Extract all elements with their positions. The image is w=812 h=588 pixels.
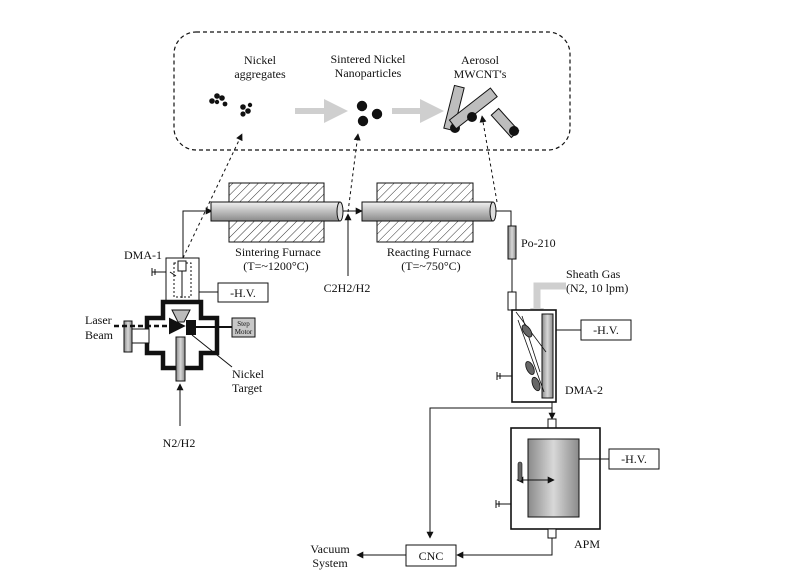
sheath-gas-label-2: (N2, 10 lpm) <box>566 281 628 295</box>
reacting-furnace-temp: (T=~750°C) <box>401 259 460 273</box>
nickel-aggregates-label-2: aggregates <box>234 67 286 81</box>
vacuum-system-label-2: System <box>312 556 348 570</box>
sintering-furnace-temp: (T=~1200°C) <box>243 259 308 273</box>
dma2-outlet-lines <box>426 402 556 539</box>
sintered-nanoparticles-icon <box>356 100 383 127</box>
laser-beam-label-2: Beam <box>85 328 114 342</box>
mwcnt-icon <box>443 84 520 139</box>
nickel-target-label-1: Nickel <box>232 367 265 381</box>
vacuum-system-label-1: Vacuum <box>310 542 350 556</box>
dma1-hv-box <box>217 282 269 303</box>
flow-line-top <box>182 207 512 258</box>
leader-arrows <box>182 115 498 259</box>
process-panel-border <box>173 31 571 151</box>
dma1-ground-icon <box>151 268 166 276</box>
laser-beam-label-1: Laser <box>85 313 112 327</box>
dma2-hv-box <box>580 319 632 341</box>
apm-hv-box <box>608 448 660 470</box>
reacting-furnace-label: Reacting Furnace <box>387 245 471 259</box>
ablation-chamber <box>123 299 220 382</box>
sheath-gas-arrow <box>533 282 566 310</box>
apm-label: APM <box>574 537 600 551</box>
sintered-nanoparticles-label-1: Sintered Nickel <box>331 52 407 66</box>
sintered-nanoparticles-label-2: Nanoparticles <box>335 66 402 80</box>
step-motor-label-2: Motor <box>235 328 253 336</box>
aerosol-mwcnt-label-2: MWCNT's <box>454 67 507 81</box>
sintering-furnace <box>210 182 344 243</box>
nickel-target <box>186 320 196 335</box>
cnc-label: CNC <box>419 549 444 563</box>
c2h2-h2-label: C2H2/H2 <box>324 281 371 295</box>
step-motor-label-1: Step <box>237 320 250 328</box>
nickel-target-label-2: Target <box>232 381 263 395</box>
apm-ground-icon <box>495 500 511 508</box>
step-motor <box>231 317 256 338</box>
apm-hv-label: -H.V. <box>621 452 647 466</box>
nickel-target-leader <box>191 334 233 368</box>
dma2-ground-icon <box>496 372 512 380</box>
dma2-label: DMA-2 <box>565 383 603 397</box>
dma1-body <box>165 257 200 303</box>
dma2-body <box>511 309 557 403</box>
apm-inlet-port <box>547 418 557 429</box>
apm-to-cnc-line <box>456 538 553 559</box>
po210-label: Po-210 <box>521 236 556 250</box>
nickel-aggregates-label-1: Nickel <box>244 53 277 67</box>
nickel-aggregates-icon <box>209 93 253 117</box>
n2-h2-label: N2/H2 <box>163 436 196 450</box>
aerosol-mwcnt-label-1: Aerosol <box>461 53 500 67</box>
po210-neutralizer <box>507 225 517 260</box>
sheath-gas-label-1: Sheath Gas <box>566 267 621 281</box>
dma2-hv-label: -H.V. <box>593 323 619 337</box>
dma1-hv-label: -H.V. <box>230 286 256 300</box>
sintering-furnace-label: Sintering Furnace <box>235 245 321 259</box>
dma2-inlet-port <box>507 291 517 311</box>
dma1-label: DMA-1 <box>124 248 162 262</box>
apm-body <box>510 427 601 530</box>
apm-outlet-port <box>547 528 557 539</box>
reacting-furnace <box>361 182 497 243</box>
process-panel: Nickel aggregates Sintered Nickel Nanopa… <box>173 31 571 151</box>
